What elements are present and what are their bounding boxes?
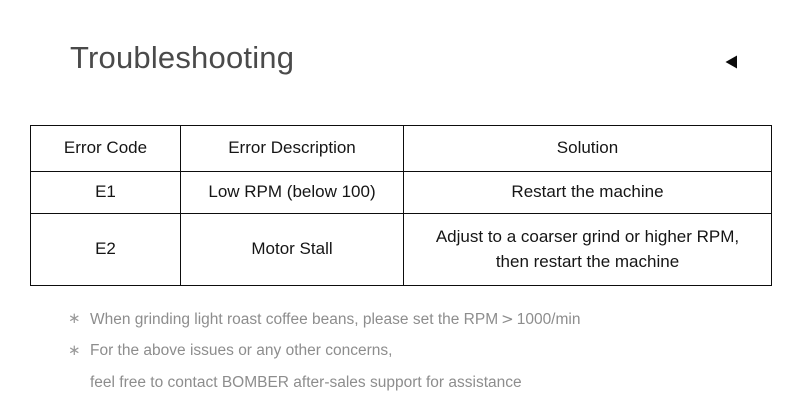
- column-header-error-description: Error Description: [180, 125, 404, 172]
- cell-solution-line-1: Adjust to a coarser grind or higher RPM,: [435, 226, 740, 246]
- cell-error-code: E1: [30, 171, 181, 214]
- note-text-after: 1000/min: [516, 311, 581, 328]
- note-item: ∗ For the above issues or any other conc…: [68, 335, 788, 367]
- back-button[interactable]: [716, 48, 746, 76]
- note-text: For the above issues or any other concer…: [90, 342, 393, 359]
- asterisk-icon: ∗: [68, 310, 81, 327]
- page-title: Troubleshooting: [70, 40, 295, 75]
- troubleshooting-table: Error Code Error Description Solution E1…: [30, 125, 772, 286]
- note-text: When grinding light roast coffee beans, …: [90, 303, 580, 336]
- column-header-error-code: Error Code: [30, 125, 181, 172]
- table-row: E1 Low RPM (below 100) Restart the machi…: [30, 171, 772, 214]
- cell-solution-line-1: Restart the machine: [511, 182, 664, 202]
- greater-than-symbol: >: [501, 310, 514, 328]
- cell-solution-line-2: then restart the machine: [495, 251, 680, 271]
- table-header-row: Error Code Error Description Solution: [30, 125, 772, 172]
- column-header-solution: Solution: [403, 125, 772, 172]
- asterisk-icon: ∗: [68, 342, 81, 359]
- page-header: Troubleshooting: [0, 0, 800, 110]
- note-continuation: feel free to contact BOMBER after-sales …: [90, 374, 522, 391]
- cell-error-description: Motor Stall: [180, 213, 404, 286]
- cell-error-code: E2: [30, 213, 181, 286]
- notes-section: ∗ When grinding light roast coffee beans…: [68, 303, 788, 399]
- cell-solution: Adjust to a coarser grind or higher RPM,…: [403, 213, 772, 286]
- table-row: E2 Motor Stall Adjust to a coarser grind…: [30, 213, 772, 286]
- cell-error-description: Low RPM (below 100): [180, 171, 404, 214]
- note-text-before: When grinding light roast coffee beans, …: [90, 311, 499, 328]
- troubleshooting-table-container: Error Code Error Description Solution E1…: [30, 125, 772, 286]
- cell-solution: Restart the machine: [403, 171, 772, 214]
- note-item: ∗ When grinding light roast coffee beans…: [68, 303, 788, 335]
- triangle-left-icon: [725, 55, 738, 69]
